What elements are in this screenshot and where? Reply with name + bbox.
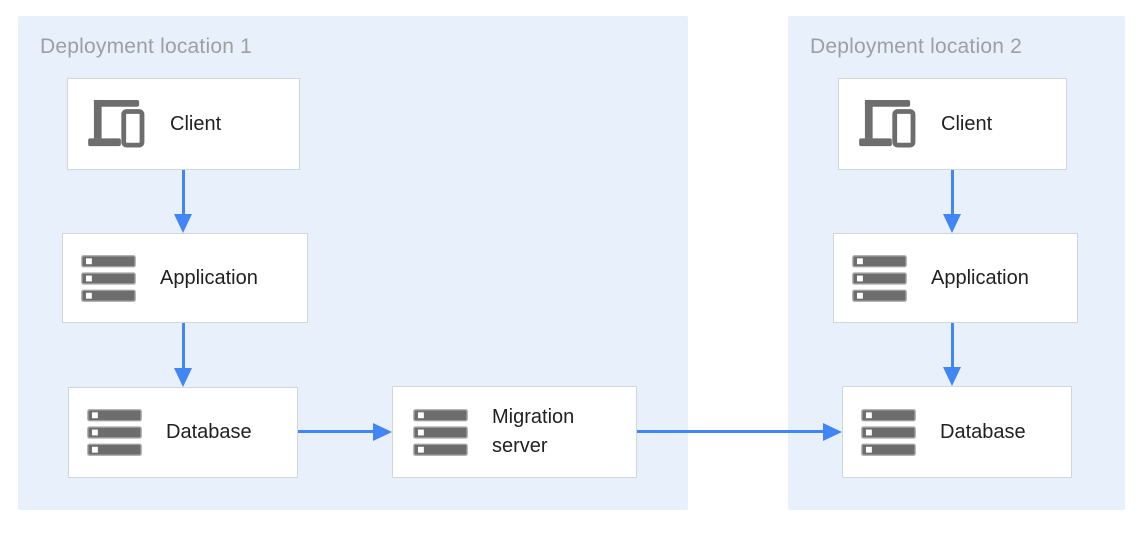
node-label: Client <box>170 112 222 135</box>
arrow-migration-to-db2 <box>637 430 824 433</box>
node-label: Application <box>931 266 1029 289</box>
arrowhead-down-icon <box>174 368 192 387</box>
server-icon <box>861 408 916 456</box>
node-application-1: Application <box>62 233 308 323</box>
arrow-app1-to-db1 <box>182 323 185 369</box>
arrowhead-down-icon <box>943 214 961 233</box>
server-icon <box>81 254 136 302</box>
server-icon <box>413 408 468 456</box>
arrowhead-down-icon <box>174 214 192 233</box>
node-label: Database <box>166 421 252 443</box>
node-database-1: Database <box>68 387 298 478</box>
node-label: Client <box>941 112 993 135</box>
arrowhead-right-icon <box>823 423 842 441</box>
arrowhead-right-icon <box>373 423 392 441</box>
arrow-client1-to-app1 <box>182 170 185 216</box>
client-devices-icon <box>88 99 146 149</box>
node-client-2: Client <box>838 78 1067 170</box>
node-migration-server: Migration server <box>392 386 637 478</box>
arrow-app2-to-db2 <box>951 323 954 368</box>
server-icon <box>852 254 907 302</box>
node-label: Migration server <box>492 406 575 457</box>
node-client-1: Client <box>67 78 300 170</box>
arrow-client2-to-app2 <box>951 170 954 216</box>
panel-title: Deployment location 2 <box>810 35 1022 58</box>
node-application-2: Application <box>833 233 1078 323</box>
node-label: Application <box>160 266 258 289</box>
node-label: Database <box>940 420 1026 443</box>
arrowhead-down-icon <box>943 367 961 386</box>
client-devices-icon <box>859 99 917 149</box>
arrow-db1-to-migration <box>298 430 374 433</box>
server-icon <box>87 409 142 456</box>
panel-title: Deployment location 1 <box>40 35 252 58</box>
node-database-2: Database <box>842 386 1072 478</box>
